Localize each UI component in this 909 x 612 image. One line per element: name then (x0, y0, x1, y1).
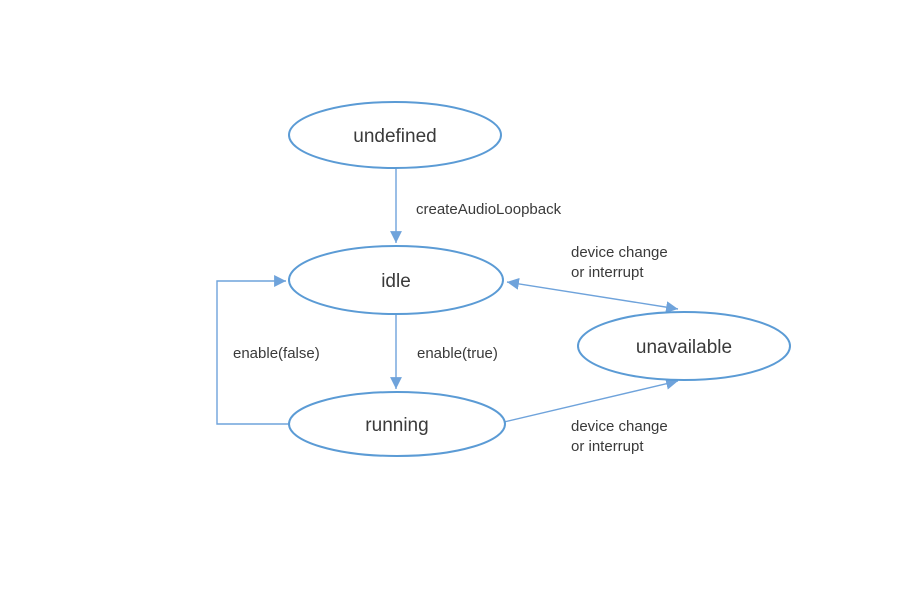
state-ellipse-running (288, 391, 506, 457)
edge-running-to-idle (216, 275, 289, 425)
state-ellipse-idle (288, 245, 504, 315)
edge-label-device-change-bottom-line1: device change (571, 418, 668, 435)
edge-label-device-change-top-line1: device change (571, 244, 668, 261)
edge-running-to-unavailable (503, 377, 679, 423)
state-label-unavailable: unavailable (636, 337, 732, 358)
state-label-running: running (365, 415, 428, 436)
edge-idle-unavailable (506, 277, 679, 314)
state-ellipse-unavailable (577, 311, 791, 381)
edge-label-createAudioLoopback: createAudioLoopback (416, 201, 562, 218)
state-label-idle: idle (381, 271, 411, 292)
edge-label-enable-true: enable(true) (417, 345, 498, 362)
state-label-undefined: undefined (353, 126, 436, 147)
edge-label-device-change-top-line2: or interrupt (571, 264, 644, 281)
edge-label-device-change-bottom-line2: or interrupt (571, 438, 644, 455)
state-ellipse-undefined (288, 101, 502, 169)
edge-label-enable-false: enable(false) (233, 345, 320, 362)
